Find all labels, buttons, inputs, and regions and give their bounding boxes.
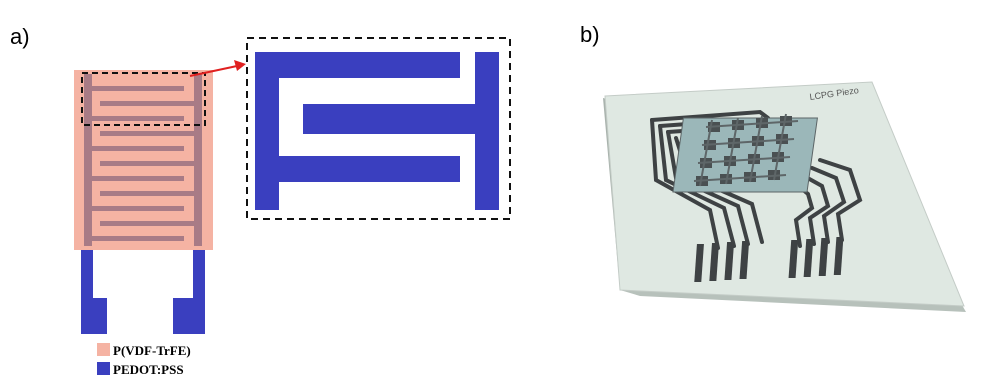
- left-pad: [81, 298, 107, 334]
- zoom-source-box: [81, 72, 206, 126]
- comb-electrodes: [84, 74, 202, 246]
- sensor-array: [672, 113, 818, 193]
- right-lead: [193, 250, 205, 302]
- legend-swatch-pvdf: [97, 343, 110, 356]
- pvdf-layer: [74, 70, 213, 250]
- legend: P(VDF-TrFE) PEDOT:PSS: [97, 343, 191, 377]
- panel-b-label: b): [580, 22, 600, 47]
- zoom-arrow: [189, 60, 246, 77]
- sensor-schematic: [74, 70, 213, 334]
- legend-swatch-pedot: [97, 362, 110, 375]
- legend-label-pvdf: P(VDF-TrFE): [113, 343, 191, 358]
- substrate-front-edge: [620, 290, 966, 312]
- zoom-target-box: [246, 37, 511, 220]
- panel-a-label: a): [10, 24, 30, 49]
- left-lead: [81, 250, 93, 302]
- legend-label-pedot: PEDOT:PSS: [113, 362, 184, 377]
- device-3d-render: LCPG Piezo: [603, 81, 966, 312]
- substrate-top: [604, 81, 965, 307]
- zoomed-electrodes: [255, 52, 499, 210]
- zoomed-inset: [246, 37, 511, 220]
- contact-pads: [694, 237, 844, 282]
- right-pad: [173, 298, 205, 334]
